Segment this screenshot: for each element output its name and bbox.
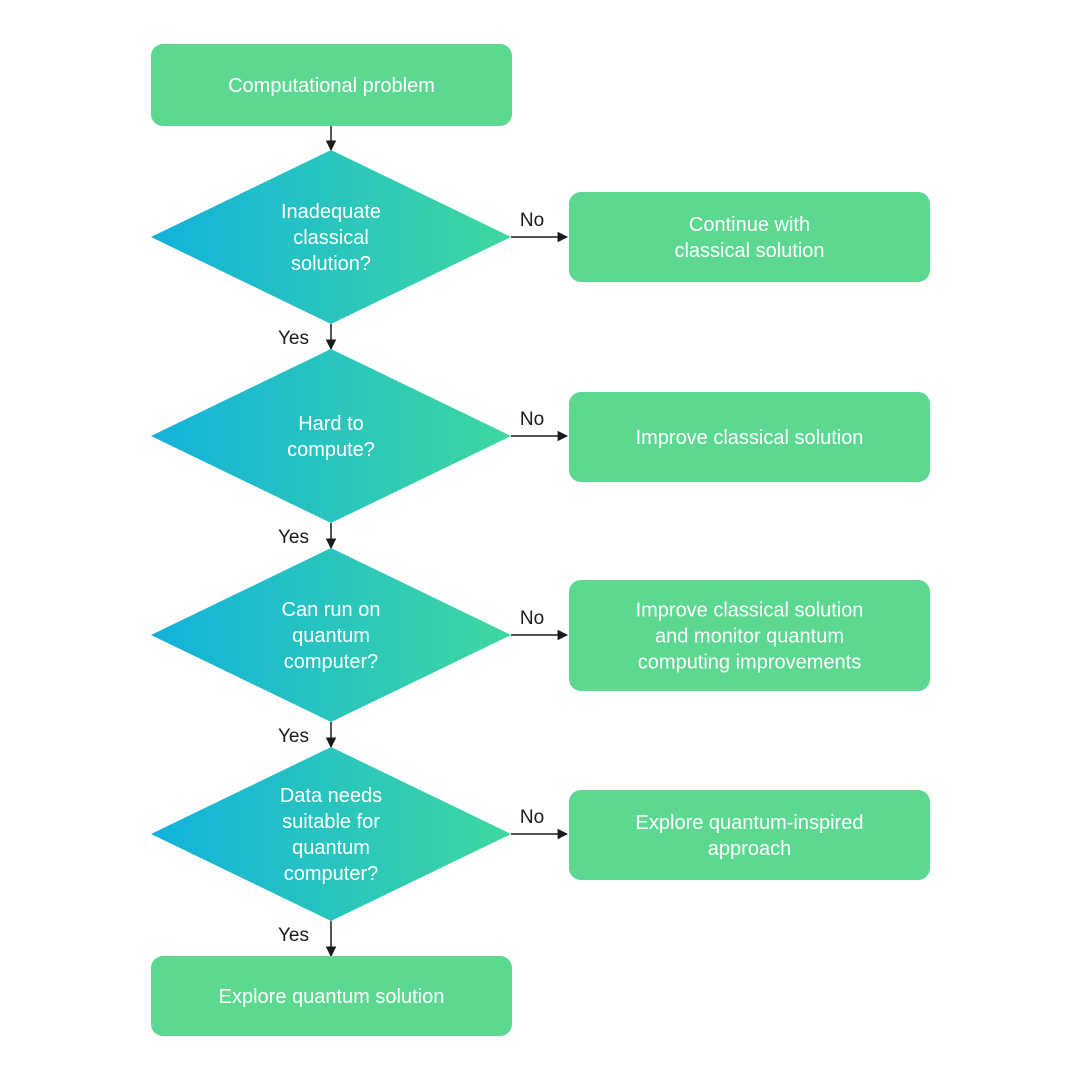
outcome-box-1-shape	[569, 192, 930, 282]
outcome-box-3-shape	[569, 580, 930, 691]
decision-diamond-3-text-line: computer?	[284, 651, 379, 673]
outcome-box-4-text-line: approach	[708, 838, 791, 860]
decision-diamond-4-text-line: Data needs	[280, 785, 382, 807]
outcome-box-3-text-line: computing improvements	[638, 652, 861, 674]
outcome-box-4-shape	[569, 790, 930, 880]
decision-diamond-3-text-line: quantum	[292, 625, 370, 647]
yes-label-2: Yes	[278, 527, 309, 548]
outcome-box-4-text: Explore quantum-inspired approach	[636, 812, 864, 860]
outcome-box-1-text-line: classical solution	[674, 240, 824, 262]
decision-diamond-4: Data needs suitable for quantum computer?	[151, 747, 511, 921]
decision-diamond-1-text-line: classical	[293, 227, 369, 249]
no-label-2: No	[520, 409, 544, 430]
outcome-box-1: Continue with classical solution	[569, 192, 930, 282]
end-box-text-line: Explore quantum solution	[219, 986, 445, 1008]
decision-diamond-3-text: Can run on quantum computer?	[282, 599, 381, 673]
decision-diamond-3-text-line: Can run on	[282, 599, 381, 621]
outcome-box-4: Explore quantum-inspired approach	[569, 790, 930, 880]
outcome-box-3-text: Improve classical solution and monitor qu…	[636, 600, 864, 674]
outcome-box-3: Improve classical solution and monitor qu…	[569, 580, 930, 691]
no-label-1: No	[520, 210, 544, 231]
yes-label-4: Yes	[278, 925, 309, 946]
decision-diamond-1-text: Inadequate classical solution?	[281, 201, 381, 275]
decision-diamond-4-text: Data needs suitable for quantum computer?	[280, 785, 382, 885]
start-box-text: Computational problem	[228, 75, 435, 97]
decision-diamond-2-text: Hard to compute?	[287, 413, 375, 461]
decision-diamond-1: Inadequate classical solution?	[151, 150, 511, 324]
decision-diamond-3: Can run on quantum computer?	[151, 548, 511, 722]
outcome-box-2-shape	[569, 392, 930, 482]
decision-diamond-1-text-line: Inadequate	[281, 201, 381, 223]
outcome-box-1-text-line: Continue with	[689, 214, 810, 236]
decision-diamond-2-text-line: Hard to	[298, 413, 364, 435]
end-box-text: Explore quantum solution	[219, 986, 445, 1008]
no-label-4: No	[520, 807, 544, 828]
end-box-shape	[151, 956, 512, 1036]
start-box-shape	[151, 44, 512, 126]
decision-diamond-3-shape	[151, 548, 511, 722]
outcome-box-3-text-line: and monitor quantum	[655, 626, 844, 648]
decision-diamond-4-text-line: quantum	[292, 837, 370, 859]
outcome-box-3-text-line: Improve classical solution	[636, 600, 864, 622]
outcome-box-2: Improve classical solution	[569, 392, 930, 482]
decision-diamond-2-text-line: compute?	[287, 439, 375, 461]
decision-diamond-1-text-line: solution?	[291, 253, 371, 275]
start-box: Computational problem	[151, 44, 512, 126]
outcome-box-2-text: Improve classical solution	[636, 427, 864, 449]
decision-diamond-4-shape	[151, 747, 511, 921]
outcome-box-4-text-line: Explore quantum-inspired	[636, 812, 864, 834]
end-box: Explore quantum solution	[151, 956, 512, 1036]
no-label-3: No	[520, 608, 544, 629]
decision-diamond-2: Hard to compute?	[151, 349, 511, 523]
yes-label-3: Yes	[278, 726, 309, 747]
start-box-text-line: Computational problem	[228, 75, 435, 97]
outcome-box-1-text: Continue with classical solution	[674, 214, 824, 262]
decision-diamond-2-shape	[151, 349, 511, 523]
yes-label-1: Yes	[278, 328, 309, 349]
outcome-box-2-text-line: Improve classical solution	[636, 427, 864, 449]
decision-diamond-4-text-line: suitable for	[282, 811, 380, 833]
decision-diamond-4-text-line: computer?	[284, 863, 379, 885]
decision-diamond-1-shape	[151, 150, 511, 324]
